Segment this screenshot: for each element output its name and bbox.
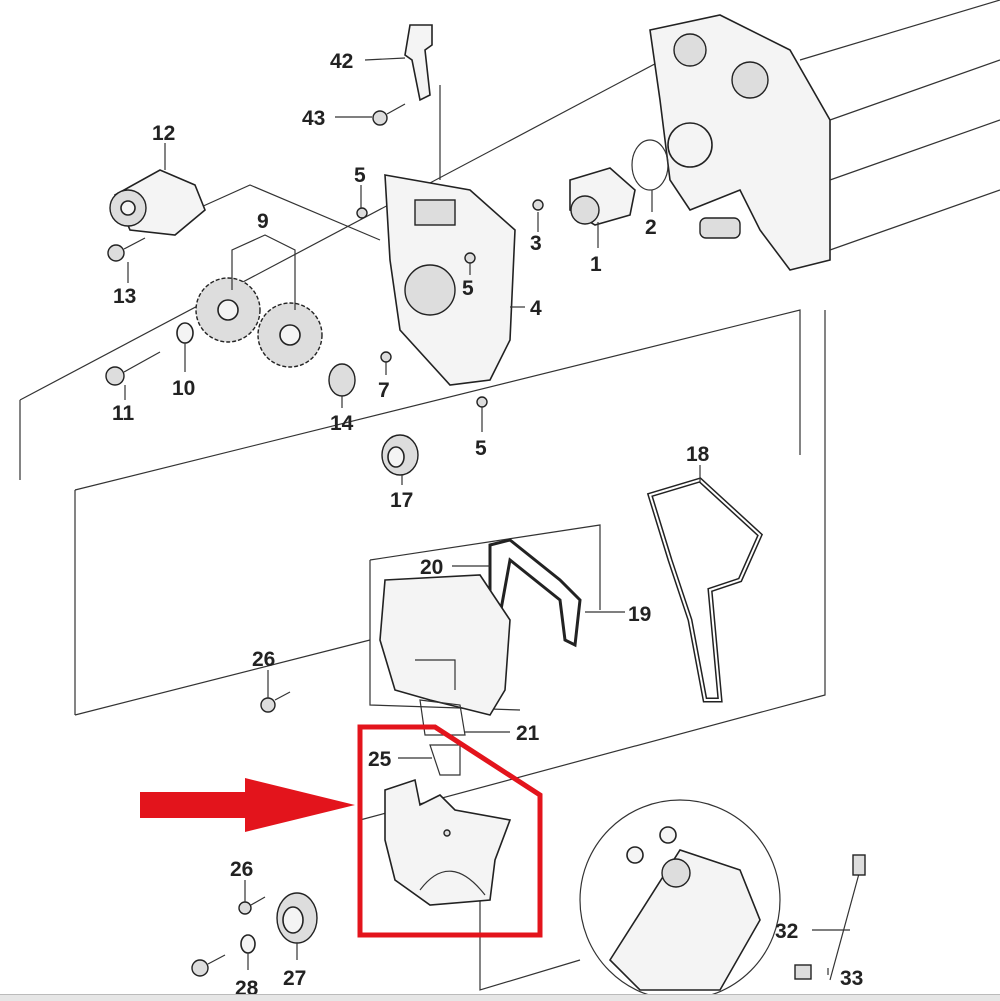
part-18-timing-belt [646, 477, 764, 703]
part-17-pulley [381, 434, 419, 476]
label-2: 2 [645, 216, 657, 239]
part-26-bolt-lower [238, 896, 266, 915]
part-9-gears [195, 277, 323, 368]
label-14: 14 [330, 412, 354, 435]
part-2-o-ring [631, 139, 669, 191]
part-7-bolt [380, 351, 392, 363]
label-3: 3 [530, 232, 542, 255]
part-25-seal [429, 744, 461, 776]
label-19: 19 [628, 603, 651, 626]
part-12-tensioner [109, 169, 206, 236]
label-27: 27 [283, 967, 306, 990]
part-3-bolt [532, 199, 544, 211]
part-14-idler [328, 363, 356, 397]
label-12: 12 [152, 122, 175, 145]
part-4-rear-cover [384, 174, 516, 386]
highlight-annotation [140, 724, 543, 938]
label-21: 21 [516, 722, 540, 745]
label-26-lower: 26 [230, 858, 253, 881]
highlight-box [357, 724, 543, 938]
assembly-frame-lines [19, 39, 826, 991]
part-19-upper-front-cover [379, 574, 511, 716]
part-1-water-pump [569, 167, 636, 226]
part-5-bolts [356, 207, 488, 408]
label-33: 33 [840, 967, 863, 990]
label-4: 4 [530, 297, 542, 320]
label-1: 1 [590, 253, 602, 276]
label-42: 42 [330, 50, 353, 73]
label-13: 13 [113, 285, 136, 308]
bottom-edge [0, 994, 1000, 1001]
part-lower-front-cover [384, 778, 512, 906]
label-10: 10 [172, 377, 195, 400]
detail-inset [579, 799, 781, 1000]
part-28-washer [240, 934, 256, 954]
part-21-gasket [419, 699, 466, 736]
label-20: 20 [420, 556, 443, 579]
arrow-right-icon [140, 778, 355, 832]
label-9: 9 [257, 210, 269, 233]
label-43: 43 [302, 107, 325, 130]
label-5-top: 5 [354, 164, 366, 187]
label-11: 11 [112, 402, 135, 425]
part-43-bolt [372, 103, 406, 126]
part-27-crank-pulley [276, 892, 318, 944]
part-26-bolt-upper [260, 691, 291, 713]
label-17: 17 [390, 489, 413, 512]
part-42-sensor [404, 24, 433, 102]
label-25: 25 [368, 748, 392, 771]
leader-lines [124, 57, 850, 975]
part-32-sensor [794, 854, 866, 981]
label-7: 7 [378, 379, 390, 402]
bolt-bottom [191, 954, 226, 977]
label-5-low: 5 [475, 437, 487, 460]
part-10-washer [176, 322, 194, 344]
label-32: 32 [775, 920, 798, 943]
part-11-bolt [105, 351, 161, 386]
label-5-mid: 5 [462, 277, 474, 300]
part-13-bolt [107, 237, 146, 262]
label-26-upper: 26 [252, 648, 275, 671]
label-18: 18 [686, 443, 710, 466]
engine-block [649, 0, 1000, 271]
